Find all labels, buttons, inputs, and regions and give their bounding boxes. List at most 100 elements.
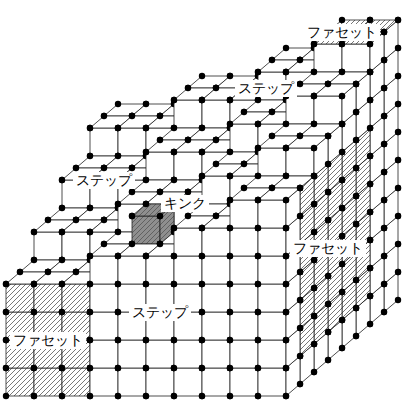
atom-dot — [157, 113, 163, 119]
atom-dot — [325, 217, 331, 223]
atom-dot — [325, 273, 331, 279]
atom-dot — [381, 141, 387, 147]
atom-dot — [129, 113, 135, 119]
atom-dot — [3, 337, 9, 343]
atom-dot — [171, 97, 177, 103]
atom-dot — [325, 189, 331, 195]
atom-dot — [143, 281, 149, 287]
atom-dot — [283, 365, 289, 371]
atom-dot — [367, 209, 373, 215]
atom-dot — [395, 213, 401, 219]
atom-dot — [101, 113, 107, 119]
lattice-face — [146, 256, 174, 284]
atom-dot — [171, 177, 177, 183]
atom-dot — [171, 281, 177, 287]
atom-dot — [297, 381, 303, 387]
atom-dot — [353, 333, 359, 339]
atom-dot — [339, 205, 345, 211]
atom-dot — [339, 233, 345, 239]
atom-dot — [311, 173, 317, 179]
atom-dot — [269, 185, 275, 191]
atom-dot — [367, 237, 373, 243]
atom-dot — [311, 313, 317, 319]
atom-dot — [283, 393, 289, 399]
atom-dot — [353, 305, 359, 311]
atom-dot — [325, 161, 331, 167]
atom-dot — [367, 181, 373, 187]
atom-dot — [297, 213, 303, 219]
atom-dot — [143, 201, 149, 207]
lattice-face — [90, 368, 118, 396]
atom-dot — [31, 365, 37, 371]
atom-dot — [395, 157, 401, 163]
atom-dot — [59, 177, 65, 183]
atom-dot — [199, 225, 205, 231]
surface-label: ステップ — [129, 304, 191, 321]
atom-dot — [255, 173, 261, 179]
atom-dot — [255, 309, 261, 315]
atom-dot — [227, 281, 233, 287]
atom-dot — [325, 273, 331, 279]
atom-dot — [199, 225, 205, 231]
atom-dot — [297, 213, 303, 219]
atom-dot — [297, 57, 303, 63]
atom-dot — [227, 253, 233, 259]
atom-dot — [227, 97, 233, 103]
atom-dot — [143, 125, 149, 131]
atom-dot — [381, 57, 387, 63]
atom-dot — [283, 45, 289, 51]
atom-dot — [283, 173, 289, 179]
atom-dot — [143, 253, 149, 259]
atom-dot — [227, 309, 233, 315]
atom-dot — [227, 309, 233, 315]
atom-dot — [101, 165, 107, 171]
atom-dot — [115, 101, 121, 107]
atom-dot — [283, 173, 289, 179]
lattice-face — [90, 256, 118, 284]
atom-dot — [129, 165, 135, 171]
atom-dot — [3, 309, 9, 315]
atom-dot — [353, 221, 359, 227]
atom-dot — [143, 125, 149, 131]
atom-dot — [339, 233, 345, 239]
atom-dot — [87, 281, 93, 287]
atom-dot — [171, 337, 177, 343]
atom-dot — [311, 121, 317, 127]
atom-dot — [31, 393, 37, 399]
atom-dot — [227, 225, 233, 231]
atom-dot — [227, 309, 233, 315]
atom-dot — [171, 365, 177, 371]
atom-dot — [143, 177, 149, 183]
atom-dot — [87, 205, 93, 211]
atom-dot — [101, 217, 107, 223]
atom-dot — [269, 109, 275, 115]
atom-dot — [367, 293, 373, 299]
atom-dot — [101, 217, 107, 223]
atom-dot — [381, 113, 387, 119]
atom-dot — [73, 269, 79, 275]
atom-dot — [129, 241, 135, 247]
atom-dot — [115, 229, 121, 235]
atom-dot — [241, 109, 247, 115]
atom-dot — [171, 393, 177, 399]
lattice-face — [174, 100, 202, 128]
lattice-face — [314, 84, 356, 96]
atom-dot — [353, 109, 359, 115]
atom-dot — [339, 93, 345, 99]
atom-dot — [381, 281, 387, 287]
atom-dot — [283, 309, 289, 315]
atom-dot — [87, 281, 93, 287]
atom-dot — [59, 229, 65, 235]
atom-dot — [269, 57, 275, 63]
atom-dot — [115, 337, 121, 343]
atom-dot — [255, 173, 261, 179]
lattice-face — [258, 228, 286, 256]
atom-dot — [255, 225, 261, 231]
atom-dot — [255, 197, 261, 203]
atom-dot — [101, 165, 107, 171]
atom-dot — [199, 73, 205, 79]
atom-dot — [59, 309, 65, 315]
lattice-face — [90, 340, 118, 368]
atom-dot — [115, 125, 121, 131]
lattice-face — [34, 368, 62, 396]
